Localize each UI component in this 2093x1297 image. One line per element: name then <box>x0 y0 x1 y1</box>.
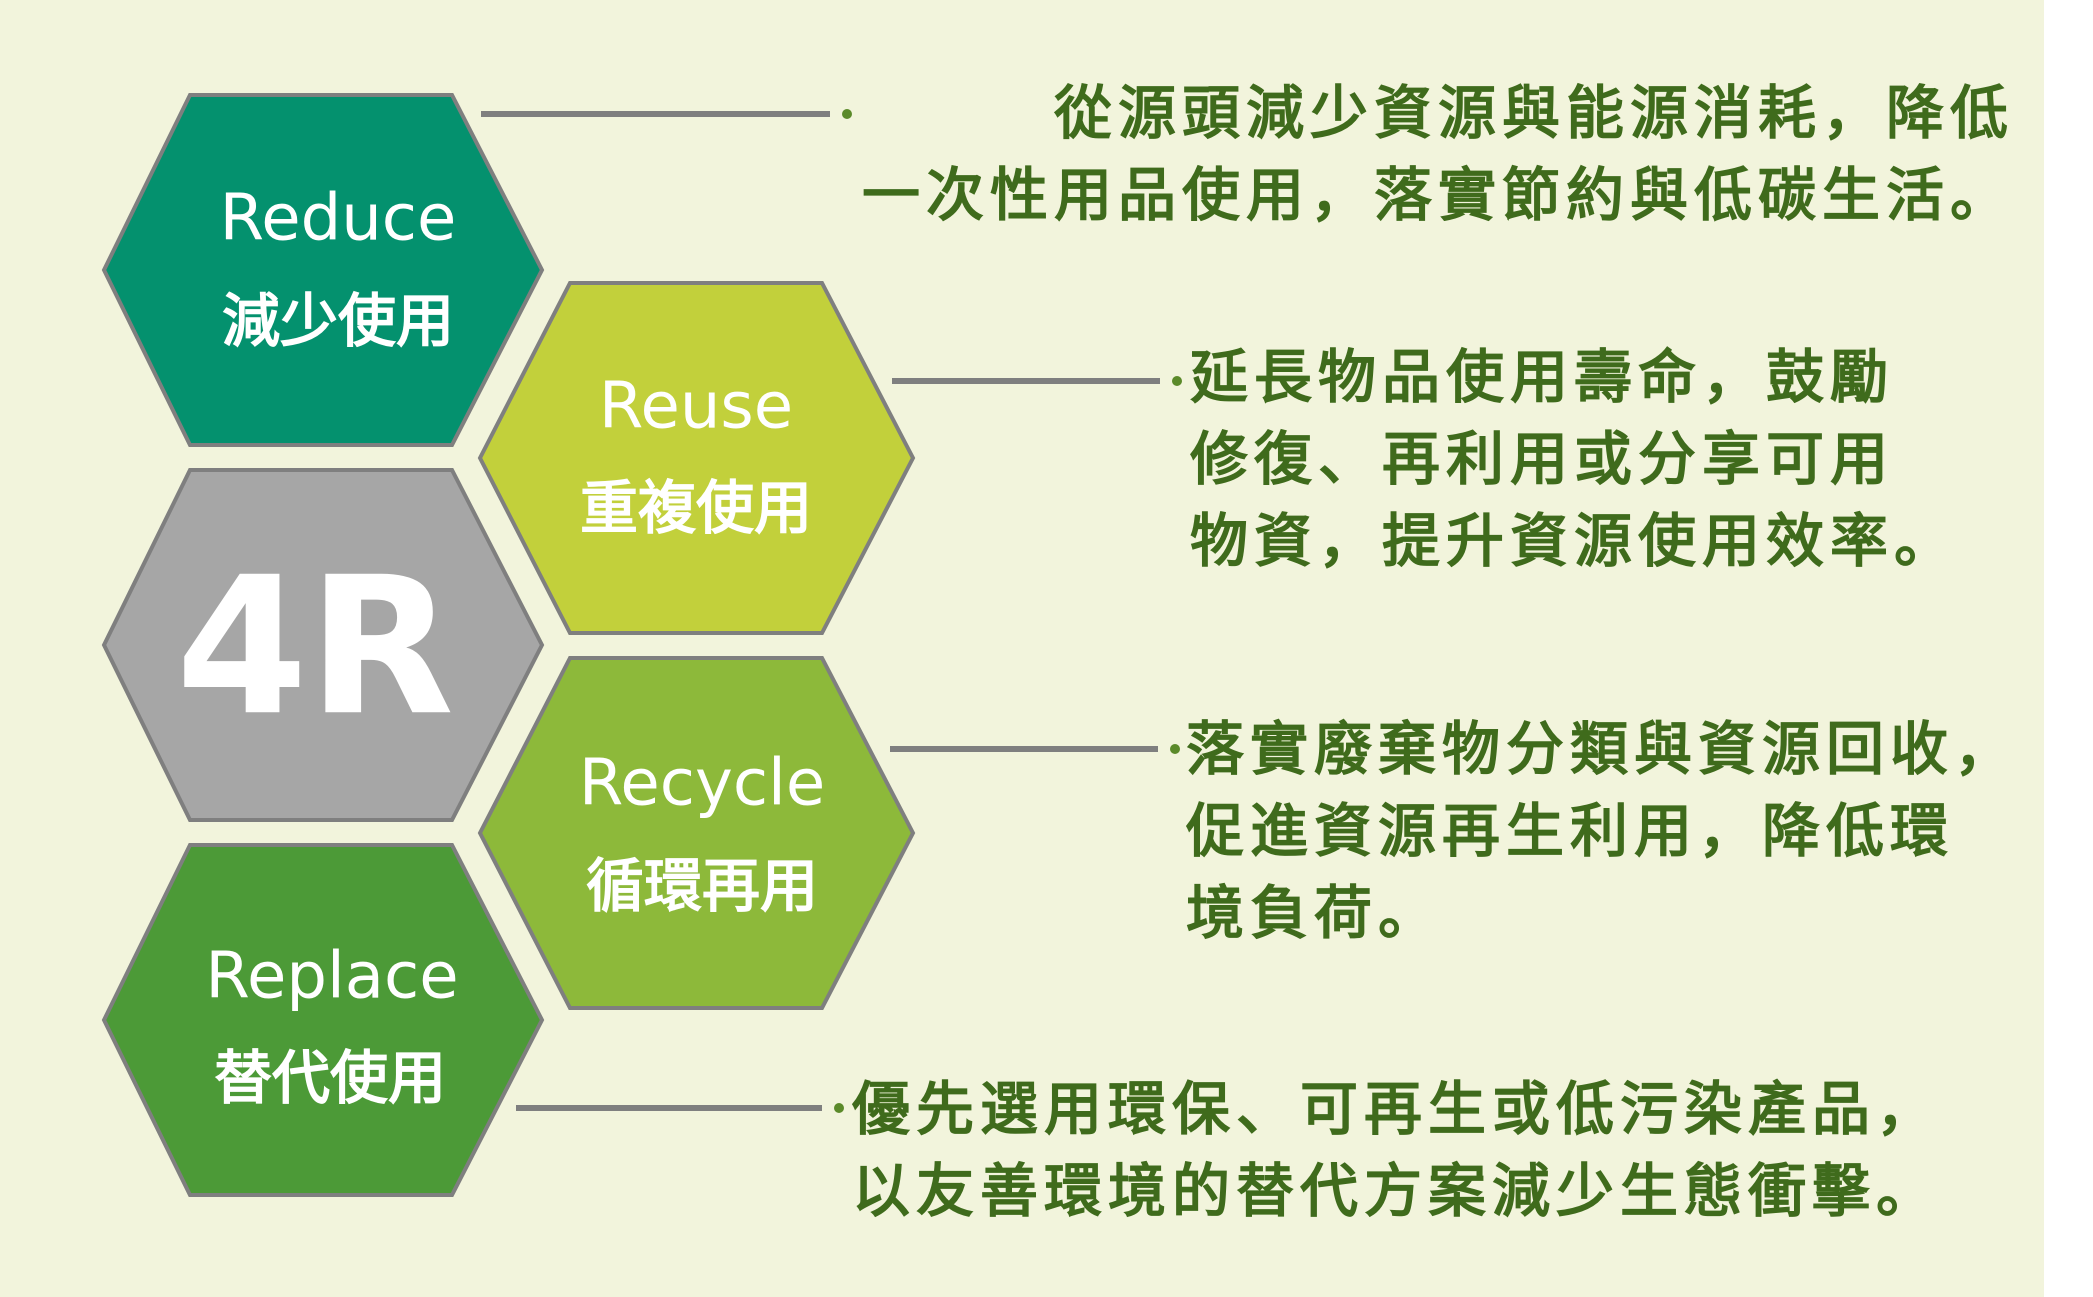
hex-replace: Replace 替代使用 <box>101 843 545 1197</box>
hex-reuse-shape <box>477 281 916 635</box>
description-replace: 優先選用環保、可再生或低污染產品， 以友善環境的替代方案減少生態衝擊。 <box>852 1068 1940 1232</box>
hex-reduce-title-zh: 減少使用 <box>222 287 454 355</box>
description-recycle-line: 促進資源再生利用，降低環 <box>1186 797 1955 865</box>
hex-center-shape <box>101 468 545 822</box>
bullet-dot-replace <box>834 1103 844 1113</box>
hex-reuse: Reuse 重複使用 <box>477 281 916 635</box>
description-reduce-line: 從源頭減少資源與能源消耗，降低 <box>1054 79 2015 147</box>
hex-reuse-title-en: Reuse <box>599 370 793 444</box>
diagram-panel: Reduce 減少使用 Reuse 重複使用 4R Recycle 循環再用 R… <box>0 0 2044 1297</box>
hex-recycle-shape <box>477 656 916 1010</box>
bullet-dot-reduce <box>842 109 852 119</box>
bullet-dot-reuse <box>1172 376 1182 386</box>
description-reduce: 從源頭減少資源與能源消耗，降低 一次性用品使用，落實節約與低碳生活。 <box>862 72 2014 236</box>
description-recycle-line: 落實廢棄物分類與資源回收， <box>1186 715 2019 783</box>
hex-replace-shape <box>101 843 545 1197</box>
description-replace-line: 優先選用環保、可再生或低污染產品， <box>852 1075 1941 1143</box>
hexagon-diagram: Reduce 減少使用 Reuse 重複使用 4R Recycle 循環再用 R… <box>101 93 1182 1197</box>
description-recycle-line: 境負荷。 <box>1186 879 1443 947</box>
bullet-dot-recycle <box>1170 744 1180 754</box>
hex-center: 4R <box>101 468 545 822</box>
hex-replace-title-zh: 替代使用 <box>214 1044 446 1112</box>
hex-reduce-title-en: Reduce <box>220 182 457 256</box>
description-reuse: 延長物品使用壽命，鼓勵 修復、再利用或分享可用 物資，提升資源使用效率。 <box>1190 336 1958 582</box>
hex-reuse-title-zh: 重複使用 <box>580 474 812 542</box>
hex-reduce: Reduce 減少使用 <box>101 93 545 447</box>
hex-center-label: 4R <box>176 536 455 757</box>
description-reuse-line: 延長物品使用壽命，鼓勵 <box>1190 343 1895 411</box>
description-reuse-line: 修復、再利用或分享可用 <box>1190 425 1895 493</box>
description-replace-line: 以友善環境的替代方案減少生態衝擊。 <box>852 1157 1941 1225</box>
hex-reduce-shape <box>101 93 545 447</box>
hex-recycle-title-en: Recycle <box>579 747 825 821</box>
description-reuse-line: 物資，提升資源使用效率。 <box>1190 507 1959 575</box>
hex-replace-title-en: Replace <box>205 940 458 1014</box>
description-reduce-line: 一次性用品使用，落實節約與低碳生活。 <box>862 161 2015 229</box>
hex-recycle: Recycle 循環再用 <box>477 656 916 1010</box>
description-recycle: 落實廢棄物分類與資源回收， 促進資源再生利用，降低環 境負荷。 <box>1186 708 2018 954</box>
hex-recycle-title-zh: 循環再用 <box>586 852 818 920</box>
